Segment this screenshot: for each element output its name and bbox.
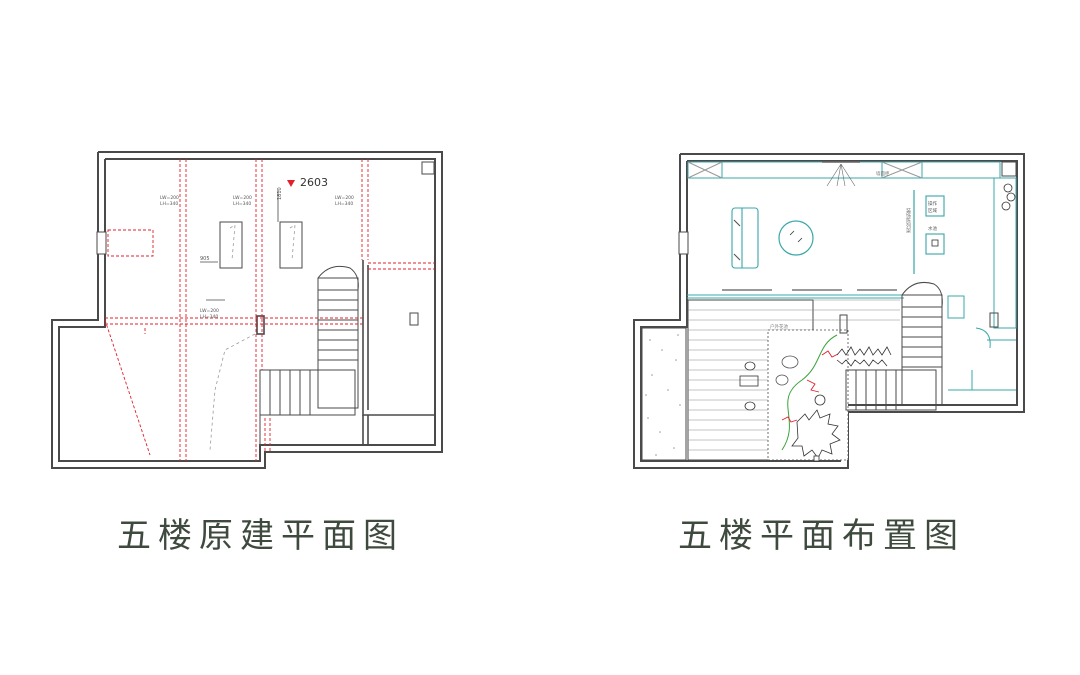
wall-cabinet-label: 墙面柜 <box>876 170 890 177</box>
tree-canopy-icon <box>791 409 841 459</box>
beam-d-top-label: LW=200 <box>200 308 219 314</box>
work-desk-label-top: 操作 <box>928 200 937 207</box>
beam-c-bottom-label: LH=340 <box>335 201 353 207</box>
openings <box>219 221 303 269</box>
pendant-light-icon <box>822 161 860 187</box>
dim-905-label: 905 <box>200 256 210 262</box>
beam-c-top-label: LW=200 <box>335 195 354 201</box>
inner-walls <box>256 260 435 445</box>
left-window <box>96 231 107 255</box>
original-floor-plan: 2603 1810 905 LW=200 LH=340 LW=200 LH=34… <box>50 150 450 470</box>
original-floor-plan-drawing: 2603 1810 905 LW=200 LH=340 LW=200 LH=34… <box>51 151 443 469</box>
beam-a-bottom-label: LH=340 <box>160 201 178 207</box>
left-window <box>678 231 689 255</box>
original-plan-caption: 五楼原建平面图 <box>117 516 404 556</box>
corner-shaft <box>421 161 435 175</box>
bathroom <box>947 295 1016 391</box>
beam-d-bottom-label: LH=340 <box>200 314 218 320</box>
shrub-row-icon <box>836 346 892 367</box>
tree-trunk-icon <box>814 394 826 406</box>
gravel-area <box>641 327 687 461</box>
deck-seats-icon <box>739 361 759 411</box>
corner-shaft <box>1001 161 1017 177</box>
outer-walls <box>51 151 443 469</box>
layout-floor-plan: 墙面柜 装饰陈列架 <box>632 150 1032 472</box>
dimension-marks <box>200 190 279 301</box>
beam-b-top-label: LW=200 <box>233 195 252 201</box>
elevation-label: 2603 <box>300 176 328 189</box>
sink-label: 水池 <box>928 225 937 232</box>
layout-floor-plan-drawing: 墙面柜 装饰陈列架 <box>633 153 1025 469</box>
right-cabinet <box>987 177 1017 341</box>
work-desk <box>925 195 945 217</box>
wall-cabinet <box>687 161 1001 179</box>
garden-label: 户外花池 <box>770 323 788 330</box>
work-desk-label-bottom: 区域 <box>928 207 937 214</box>
dim-1810-label: 1810 <box>277 187 283 200</box>
round-table-icon <box>778 220 814 256</box>
beam-lines <box>104 159 435 461</box>
stair <box>839 281 999 411</box>
display-shelf-label: 装饰陈列架 <box>905 207 911 234</box>
layout-plan-caption: 五楼平面布置图 <box>678 516 965 556</box>
potted-plants-icon <box>1001 183 1016 211</box>
interior-partition <box>687 289 904 299</box>
outer-walls <box>633 153 1025 469</box>
stair <box>259 265 419 445</box>
sink-unit <box>925 233 945 255</box>
beam-b-bottom-label: LH=340 <box>233 201 251 207</box>
hidden-lines <box>209 224 296 451</box>
elevation-marker-icon <box>287 180 295 187</box>
garden-lamp-icon <box>813 455 820 462</box>
sofa-icon <box>731 207 759 269</box>
beam-a-top-label: LW=200 <box>160 195 179 201</box>
